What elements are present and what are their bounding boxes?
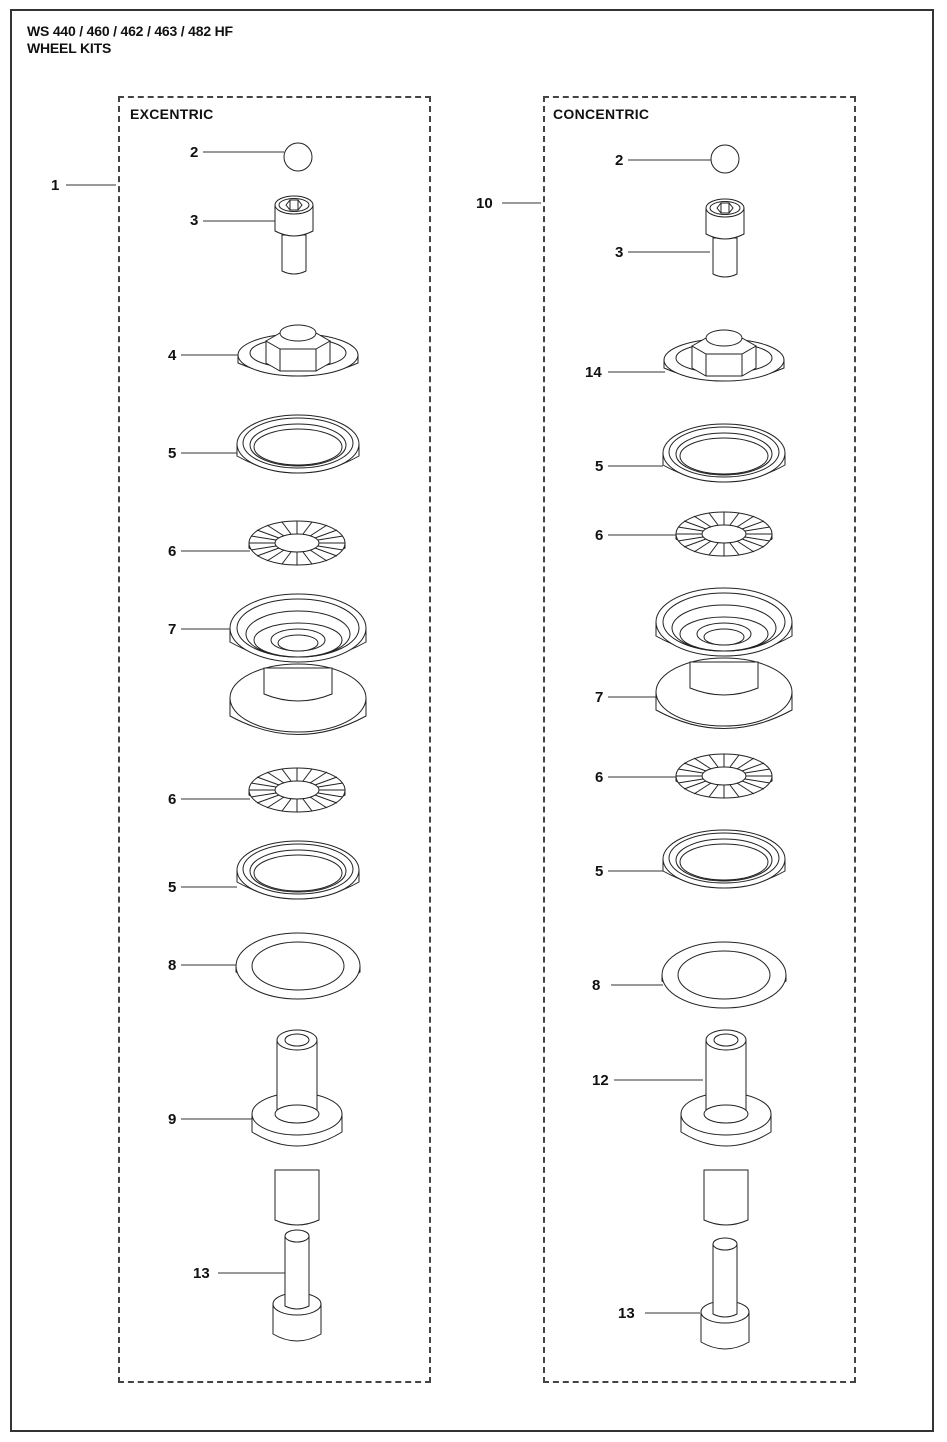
- callout-pin-screw[interactable]: 13: [193, 1265, 210, 1282]
- lock-washer-part[interactable]: [248, 767, 346, 813]
- concentric-kit-label: CONCENTRIC: [553, 106, 650, 122]
- callout-axle[interactable]: 9: [168, 1111, 177, 1128]
- concentric-axle-part[interactable]: [680, 1029, 772, 1226]
- callout-pin-screw[interactable]: 13: [618, 1305, 635, 1322]
- pin-screw-part[interactable]: [700, 1237, 750, 1350]
- screw-part[interactable]: [274, 195, 314, 275]
- callout-ball[interactable]: 2: [190, 144, 199, 161]
- callout-nut[interactable]: 4: [168, 347, 177, 364]
- callout-axle[interactable]: 12: [592, 1072, 609, 1089]
- section-title: WHEEL KITS: [27, 40, 112, 56]
- pin-screw-part[interactable]: [272, 1229, 322, 1342]
- seal-part[interactable]: [662, 829, 786, 889]
- callout-nut[interactable]: 14: [585, 364, 602, 381]
- seal-part[interactable]: [236, 414, 360, 474]
- callout-washer-lower[interactable]: 6: [595, 769, 604, 786]
- callout-washer-upper[interactable]: 6: [595, 527, 604, 544]
- concentric-parts: [655, 144, 793, 1350]
- callout-wheel[interactable]: 7: [168, 621, 177, 638]
- concentric-kit-box: [543, 96, 856, 1383]
- callout-wheel[interactable]: 7: [595, 689, 604, 706]
- callout-seal-upper[interactable]: 5: [168, 445, 177, 462]
- callout-washer-upper[interactable]: 6: [168, 543, 177, 560]
- ball-part[interactable]: [710, 144, 740, 174]
- flat-washer-part[interactable]: [661, 941, 787, 1009]
- callout-seal-lower[interactable]: 5: [595, 863, 604, 880]
- callout-seal-lower[interactable]: 5: [168, 879, 177, 896]
- diagram-title: WS 440 / 460 / 462 / 463 / 482 HF WHEEL …: [27, 23, 233, 57]
- seal-part[interactable]: [662, 423, 786, 483]
- callout-ball[interactable]: 2: [615, 152, 624, 169]
- callout-seal-upper[interactable]: 5: [595, 458, 604, 475]
- model-list: WS 440 / 460 / 462 / 463 / 482 HF: [27, 23, 233, 39]
- callout-screw[interactable]: 3: [190, 212, 199, 229]
- lock-washer-part[interactable]: [248, 520, 346, 566]
- callout-kit-excentric[interactable]: 1: [51, 177, 60, 194]
- seal-part[interactable]: [236, 840, 360, 900]
- wheel-part[interactable]: [655, 587, 793, 729]
- callout-washer-lower[interactable]: 6: [168, 791, 177, 808]
- callout-screw[interactable]: 3: [615, 244, 624, 261]
- callout-kit-concentric[interactable]: 10: [476, 195, 493, 212]
- diagram-frame: [10, 9, 934, 1432]
- ball-part[interactable]: [283, 142, 313, 172]
- flat-washer-part[interactable]: [235, 932, 361, 1000]
- excentric-parts: [229, 142, 367, 1342]
- nut-part[interactable]: [663, 329, 785, 382]
- leader-lines: [66, 152, 711, 1313]
- excentric-kit-box: [118, 96, 431, 1383]
- eccentric-axle-part[interactable]: [251, 1029, 343, 1226]
- callout-flat-washer[interactable]: 8: [592, 977, 601, 994]
- lock-washer-part[interactable]: [675, 511, 773, 557]
- screw-part[interactable]: [705, 198, 745, 278]
- lock-washer-part[interactable]: [675, 753, 773, 799]
- callout-flat-washer[interactable]: 8: [168, 957, 177, 974]
- excentric-kit-label: EXCENTRIC: [130, 106, 214, 122]
- nut-part[interactable]: [237, 324, 359, 377]
- wheel-part[interactable]: [229, 593, 367, 735]
